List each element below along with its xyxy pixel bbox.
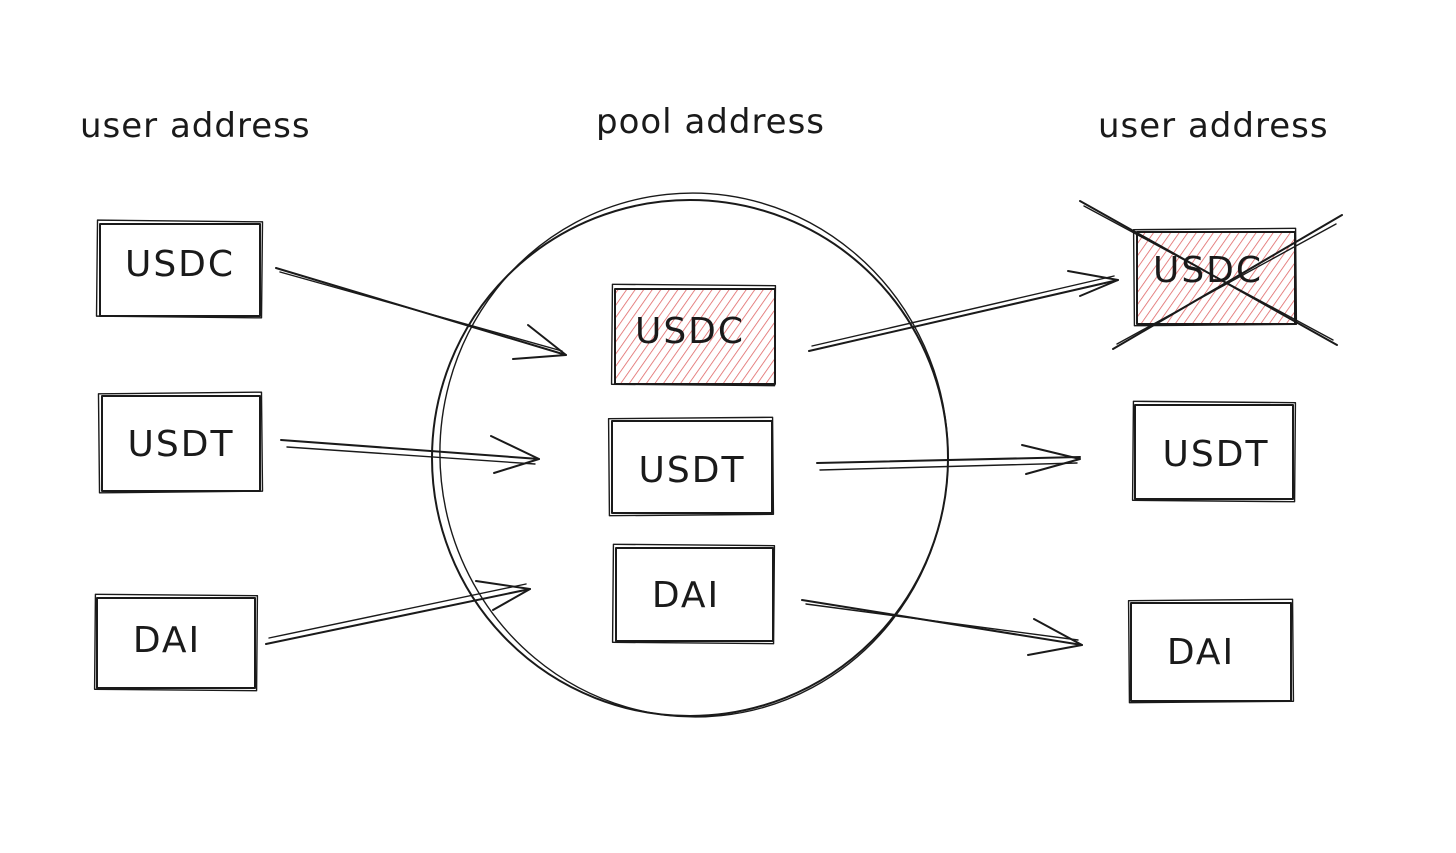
right-token-usdt-label: USDT [1163, 434, 1270, 475]
arrow-left-usdt-to-pool [280, 435, 540, 474]
left-token-usdt-label: USDT [128, 424, 235, 465]
arrow-pool-usdc-to-right [808, 270, 1119, 352]
right-token-dai-box: DAI [1127, 598, 1295, 704]
left-token-dai-box: DAI [93, 593, 259, 692]
arrow-left-dai-to-pool [265, 580, 531, 645]
pool-token-dai-box: DAI [611, 543, 776, 645]
left-token-usdc-box: USDC [95, 219, 264, 319]
pool-token-usdc-box: USDC [610, 283, 777, 387]
right-token-usdt-box: USDT [1131, 400, 1297, 503]
center-column-title: pool address [596, 102, 825, 142]
pool-token-usdt-label: USDT [639, 450, 746, 491]
arrow-pool-usdt-to-right [816, 444, 1081, 475]
left-token-usdt-box: USDT [97, 391, 264, 494]
arrow-left-usdc-to-pool [275, 267, 567, 360]
pool-token-usdt-box: USDT [607, 416, 775, 517]
left-column-title: user address [80, 106, 311, 146]
right-usdc-cross-mark [1079, 200, 1343, 350]
pool-token-usdc-label: USDC [635, 311, 745, 352]
right-token-usdc-label: USDC [1153, 250, 1263, 291]
pool-token-dai-label: DAI [652, 575, 720, 616]
left-token-usdc-label: USDC [125, 244, 235, 285]
arrow-pool-dai-to-right [801, 599, 1083, 656]
pool-circle [431, 192, 949, 718]
right-token-dai-label: DAI [1167, 632, 1235, 673]
left-token-dai-label: DAI [133, 620, 201, 661]
right-column-title: user address [1098, 106, 1329, 146]
